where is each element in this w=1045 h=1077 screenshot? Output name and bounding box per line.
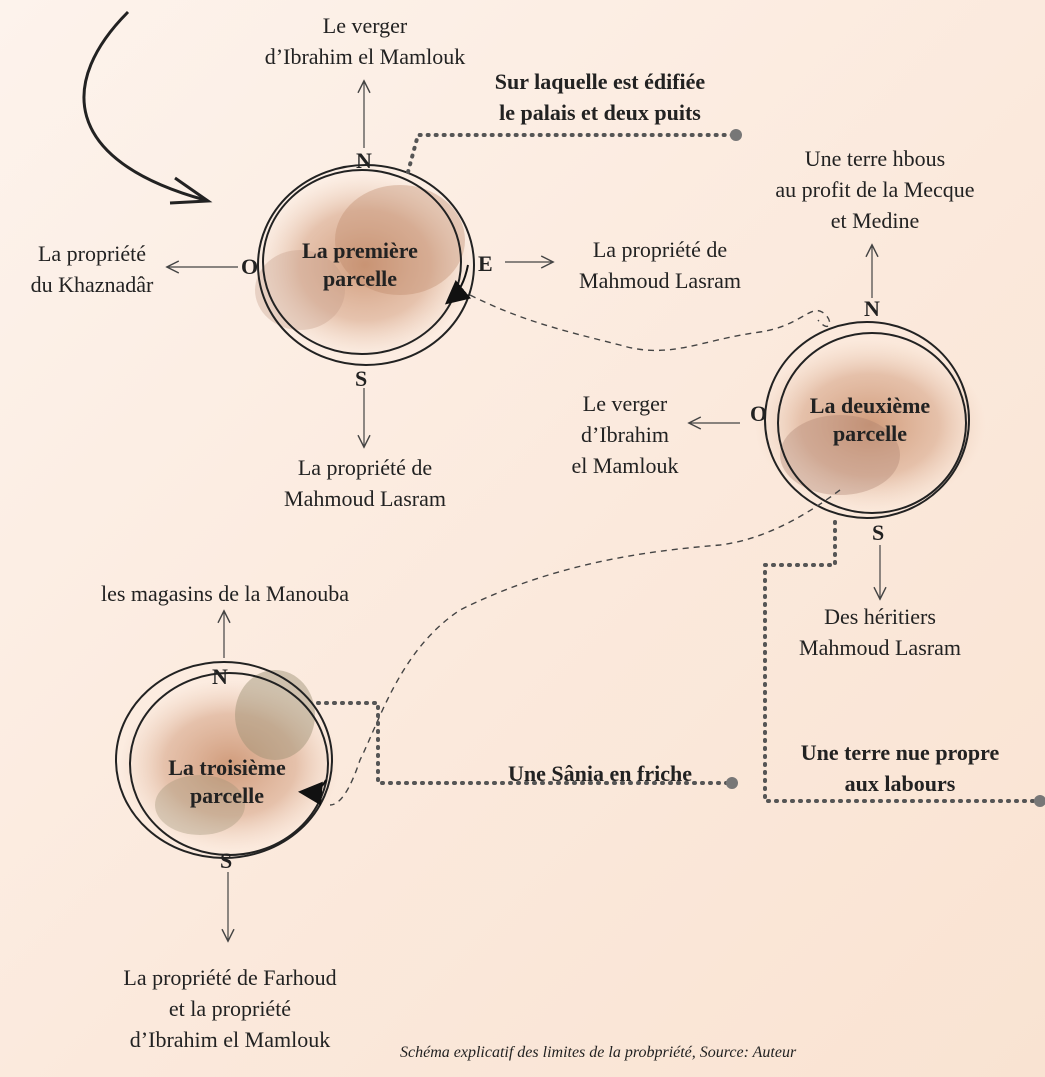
parcel-2-south-label: Des héritiers Mahmoud Lasram: [770, 601, 990, 663]
parcel-1-title: La première parcelle: [285, 237, 435, 293]
text-line: parcelle: [322, 266, 398, 291]
parcel-1-note: Sur laquelle est édifiée le palais et de…: [470, 66, 730, 128]
parcel-2-dir-n: N: [864, 296, 880, 321]
parcel-1-dir-s: S: [355, 366, 368, 391]
text-line: le palais et deux puits: [499, 100, 701, 125]
parcel-3-ring-outer: [115, 661, 333, 859]
text-line: Une Sânia en friche: [508, 761, 692, 786]
parcel-2-note: Une terre nue propre aux labours: [770, 737, 1030, 799]
parcel-3-note: Une Sânia en friche: [470, 758, 730, 789]
parcel-2-dir-s: S: [872, 520, 885, 545]
text-line: parcelle: [832, 421, 908, 446]
note-1-leader: [406, 133, 738, 174]
text-line: Mahmoud Lasram: [799, 635, 961, 660]
connector-1-2: [469, 294, 831, 352]
parcel-3-dir-s: S: [220, 848, 233, 873]
text-line: parcelle: [189, 783, 265, 808]
text-line: d’Ibrahim el Mamlouk: [264, 44, 466, 69]
text-line: Le verger: [322, 13, 408, 38]
parcel-3-ring-inner: [129, 672, 329, 856]
note-3-dot: [726, 777, 738, 789]
text-line: Une terre nue propre: [800, 740, 1000, 765]
connector-2-3: [329, 489, 841, 806]
text-line: Sur laquelle est édifiée: [494, 69, 706, 94]
text-line: Mahmoud Lasram: [579, 268, 741, 293]
parcel-1-dir-e: E: [478, 251, 493, 276]
caption: Schéma explicatif des limites de la prob…: [400, 1044, 797, 1061]
text-line: Mahmoud Lasram: [284, 486, 446, 511]
parcel-2-dir-o: O: [750, 401, 768, 426]
text-line: La propriété de: [297, 455, 433, 480]
text-line: La deuxième: [809, 393, 931, 418]
curved-arrow-head: [169, 176, 213, 205]
text-line: aux labours: [844, 771, 956, 796]
note-3-leader: [316, 701, 734, 785]
text-line: el Mamlouk: [571, 453, 679, 478]
parcel-3-north-label: les magasins de la Manouba: [70, 578, 380, 609]
text-line: La troisième: [168, 755, 286, 780]
text-line: La propriété de Farhoud: [123, 965, 337, 990]
text-line: La propriété de: [592, 237, 728, 262]
text-line: La première: [302, 238, 418, 263]
text-line: les magasins de la Manouba: [100, 581, 350, 606]
parcel-2-graphic: [690, 246, 985, 598]
parcel-1-south-label: La propriété de Mahmoud Lasram: [250, 452, 480, 514]
parcel-1-dir-n: N: [356, 148, 372, 173]
text-line: au profit de la Mecque: [775, 177, 975, 202]
text-line: Une terre hbous: [804, 146, 946, 171]
parcel-1-ring-outer: [257, 164, 475, 366]
parcel-1-ring-inner: [262, 169, 462, 355]
parcel-3-south-label: La propriété de Farhoud et la propriété …: [90, 962, 370, 1055]
parcel-1-east-label: La propriété de Mahmoud Lasram: [555, 234, 765, 296]
text-line: d’Ibrahim el Mamlouk: [129, 1027, 331, 1052]
parcel-2-ring-inner: [777, 332, 967, 514]
note-2-leader: [763, 520, 1042, 803]
parcel-1-dir-o: O: [241, 254, 259, 279]
parcel-3-title: La troisième parcelle: [152, 754, 302, 810]
text-line: Des héritiers: [824, 604, 936, 629]
parcel-2-ring-outer: [764, 321, 970, 519]
parcel-1-graphic: [168, 82, 552, 446]
text-line: et Medine: [830, 208, 920, 233]
text-line: La propriété: [37, 241, 147, 266]
curved-arrow: [82, 10, 206, 202]
note-2-dot: [1034, 795, 1045, 807]
parcel-1-west-label: La propriété du Khaznadâr: [12, 238, 172, 300]
parcel-3-dir-n: N: [212, 664, 228, 689]
parcel-2-west-label: Le verger d’Ibrahim el Mamlouk: [555, 388, 695, 481]
text-line: du Khaznadâr: [30, 272, 154, 297]
parcel-2-north-label: Une terre hbous au profit de la Mecque e…: [755, 143, 995, 236]
text-line: Le verger: [582, 391, 668, 416]
parcel-3-graphic: [115, 612, 340, 940]
parcel-1-north-label: Le verger d’Ibrahim el Mamlouk: [240, 10, 490, 72]
text-line: d’Ibrahim: [581, 422, 669, 447]
text-line: et la propriété: [168, 996, 292, 1021]
parcel-2-title: La deuxième parcelle: [795, 392, 945, 448]
note-1-dot: [730, 129, 742, 141]
